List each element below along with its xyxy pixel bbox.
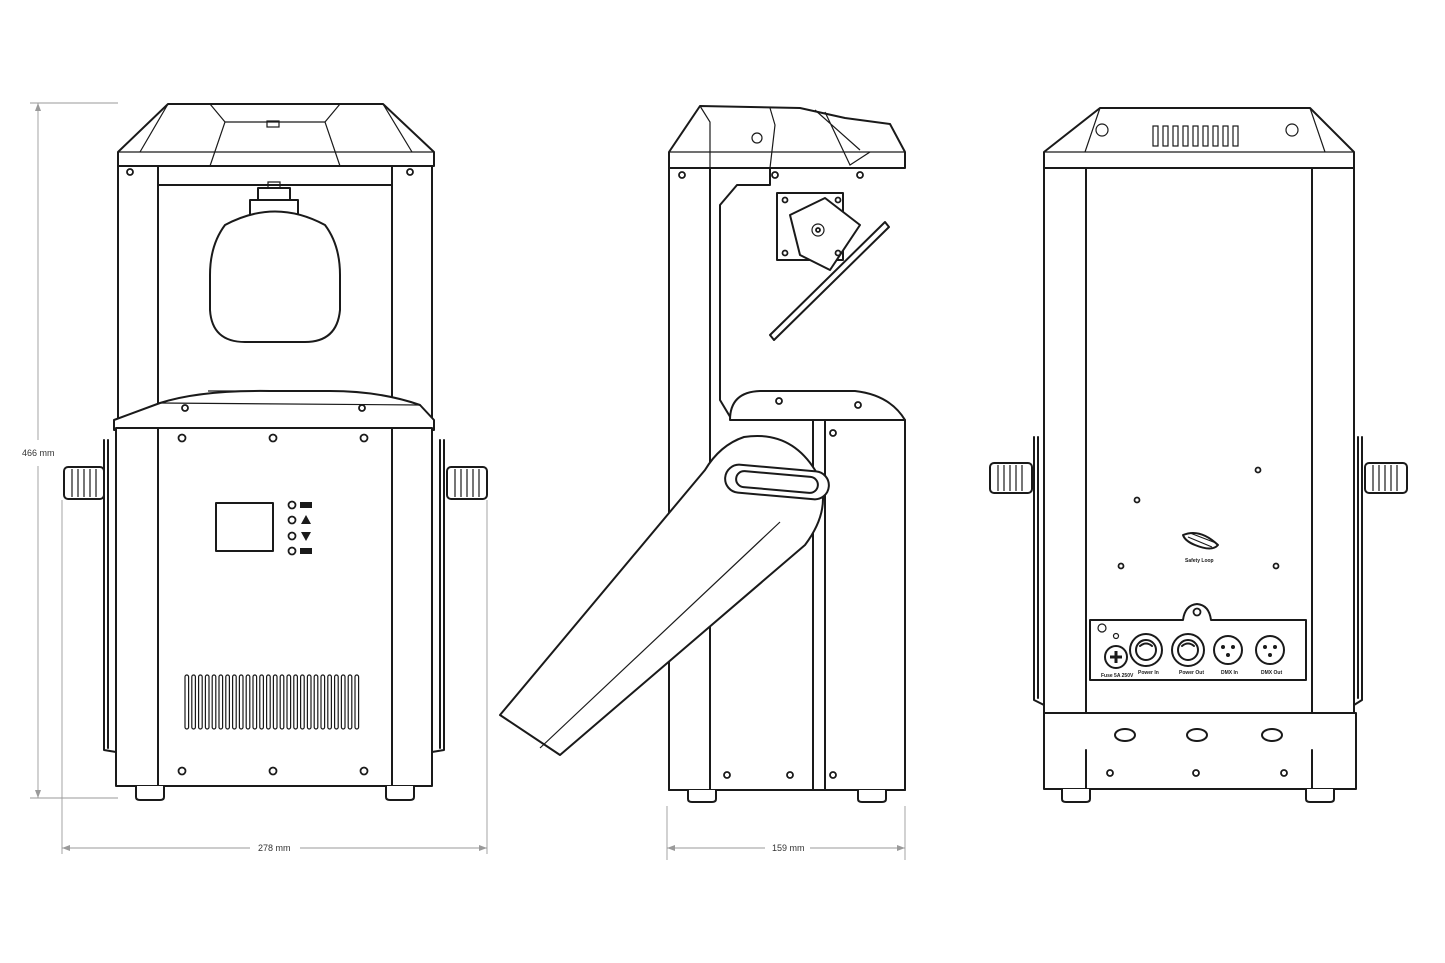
connector-panel: Fuse 5A 250V Power In Power Out DMX In D… [1089, 603, 1307, 681]
vent-slot [252, 674, 258, 730]
vent-slot [198, 674, 203, 730]
vent-slot [232, 674, 237, 730]
depth-dimension-label: 159 mm [772, 843, 805, 853]
safety-loop: Safety Loop [1182, 532, 1219, 564]
vent-slot [225, 674, 231, 730]
height-dimension-label: 466 mm [22, 448, 55, 458]
vent-slot [300, 674, 305, 730]
width-dimension: 278 mm [61, 500, 488, 854]
vent-slot [340, 674, 346, 730]
vent-slot [313, 674, 319, 730]
depth-dimension: 159 mm [666, 806, 906, 860]
vent-slot [1182, 125, 1189, 147]
vent-slot [204, 674, 210, 730]
vent-slot [327, 674, 332, 730]
width-dimension-label: 278 mm [258, 843, 291, 853]
vent-slot [306, 674, 312, 730]
left-knob [63, 466, 105, 500]
vent-slot [1192, 125, 1199, 147]
control-buttons [287, 500, 312, 556]
vent-slot [211, 674, 217, 730]
vent-slot [191, 674, 197, 730]
rear-left-knob [989, 462, 1033, 494]
safety-loop-label: Safety Loop [1185, 558, 1214, 564]
vent-slot [286, 674, 292, 730]
vent-slot [1202, 125, 1209, 147]
rear-view: Safety Loop Fuse 5A 250V Power In Power … [989, 107, 1408, 803]
power-out-label: Power Out [1179, 670, 1204, 676]
vent-slot [279, 674, 285, 730]
dmx-in-label: DMX In [1221, 670, 1238, 676]
right-knob [446, 466, 488, 500]
vent-slot [245, 674, 251, 730]
power-in-label: Power In [1138, 670, 1159, 676]
vent-slot [238, 674, 244, 730]
vent-slot [1232, 125, 1239, 147]
vent-slot [320, 674, 326, 730]
front-view [63, 103, 488, 801]
dmx-out-label: DMX Out [1261, 670, 1282, 676]
rear-right-knob [1364, 462, 1408, 494]
vent-slot [1212, 125, 1219, 147]
vent-slot [1172, 125, 1179, 147]
vent-slot [184, 674, 190, 730]
rear-vent [1152, 125, 1239, 147]
vent-slot [1222, 125, 1229, 147]
vent-slot [218, 674, 224, 730]
vent-slot [272, 674, 278, 730]
vent-slot [293, 674, 298, 730]
fuse-label: Fuse 5A 250V [1101, 673, 1134, 679]
vent-slot [1152, 125, 1159, 147]
height-dimension: 466 mm [22, 102, 118, 799]
side-view [499, 105, 906, 803]
vent-slot [334, 674, 339, 730]
vent-slot [354, 674, 360, 730]
vent-slot [259, 674, 264, 730]
vent-slot [266, 674, 271, 730]
vent-slot [1162, 125, 1169, 147]
vent-slot [347, 674, 353, 730]
front-vent [184, 674, 360, 730]
